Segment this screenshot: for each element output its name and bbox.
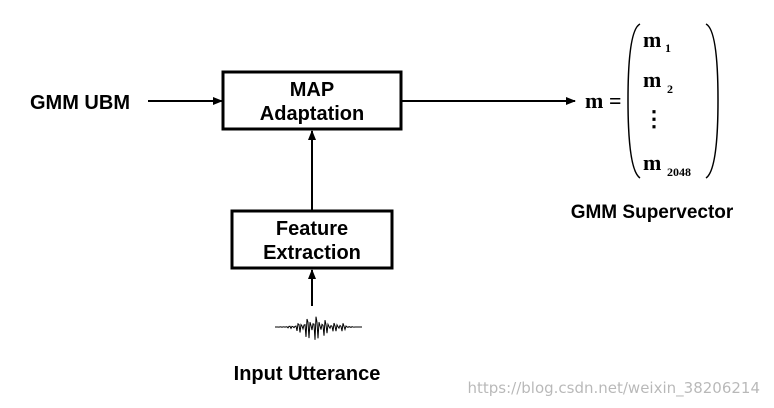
entry-subscript: 2 [667, 82, 673, 96]
right-bracket [705, 23, 719, 179]
vector-entry: ⋮ [643, 106, 665, 131]
watermark-text: https://blog.csdn.net/weixin_38206214 [467, 379, 760, 398]
entry-base: m [643, 150, 661, 175]
vector-entry: m 1 [643, 27, 671, 55]
supervector-equals: = [609, 88, 622, 113]
input-utterance-label: Input Utterance [234, 363, 381, 385]
left-bracket [627, 23, 641, 179]
entry-vdots: ⋮ [643, 106, 665, 131]
entry-subscript: 1 [665, 41, 671, 55]
speech-waveform-icon [275, 316, 362, 340]
map-box-line2: Adaptation [260, 103, 364, 125]
vector-entry: m 2 [643, 67, 673, 96]
feature-box-line1: Feature [276, 218, 348, 240]
supervector-caption: GMM Supervector [571, 202, 734, 223]
feature-extraction-box [230, 209, 394, 270]
gmm-ubm-label: GMM UBM [30, 92, 130, 114]
map-box-line1: MAP [290, 79, 334, 101]
map-adaptation-box [221, 70, 403, 131]
entry-base: m [643, 67, 661, 92]
supervector-lhs: m [585, 88, 603, 113]
feature-box-line2: Extraction [263, 242, 361, 264]
vector-entry: m 2048 [643, 150, 691, 179]
entry-subscript: 2048 [667, 165, 691, 179]
entry-base: m [643, 27, 661, 52]
